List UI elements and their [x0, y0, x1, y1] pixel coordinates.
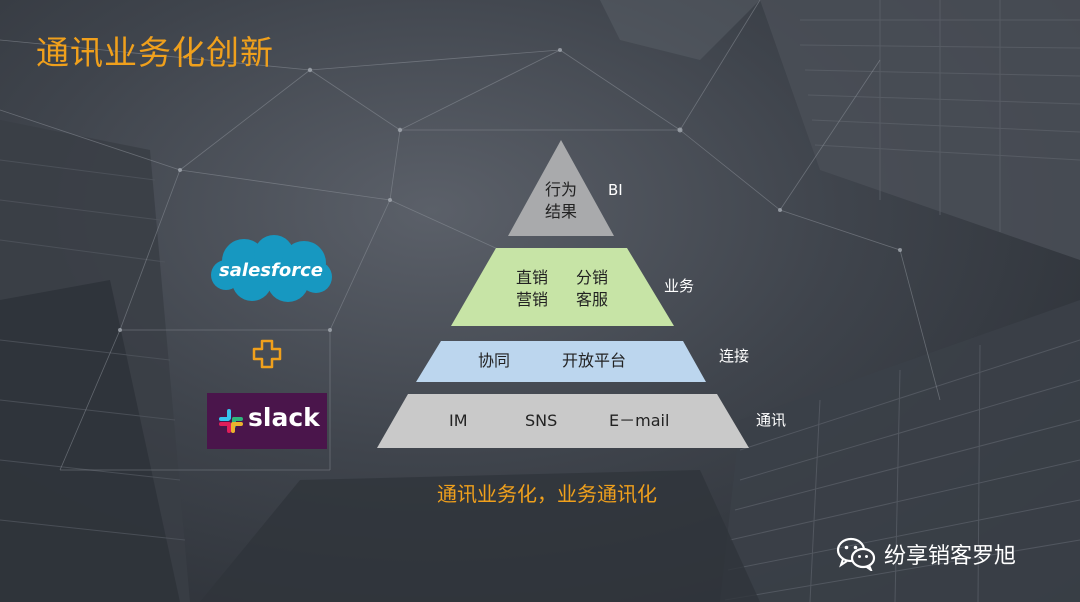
slack-logo-text: slack: [248, 403, 320, 432]
base-layer-item2: SNS: [525, 411, 558, 430]
second-layer-col2-line1: 分销: [575, 268, 608, 287]
salesforce-logo-text: salesforce: [219, 260, 323, 281]
second-layer-col1-line1: 直销: [515, 268, 548, 287]
second-layer-col1-line2: 营销: [515, 290, 548, 309]
third-layer-item2: 开放平台: [562, 351, 627, 370]
tagline: 通讯业务化，业务通讯化: [437, 482, 657, 506]
base-layer-item3: E－mail: [609, 411, 670, 430]
pyramid-top-layer: [508, 140, 614, 236]
pyramid-second-layer: [451, 248, 674, 326]
slack-logo: slack: [207, 393, 327, 449]
top-layer-line2: 结果: [544, 202, 577, 221]
wechat-icon: [836, 537, 876, 571]
second-layer-col2-line2: 客服: [575, 290, 608, 309]
third-layer-side-label: 连接: [719, 347, 750, 365]
slide-title: 通讯业务化创新: [36, 33, 274, 72]
pyramid-base-layer: [377, 394, 749, 448]
plus-icon: [252, 339, 282, 369]
top-layer-line1: 行为: [544, 180, 577, 199]
third-layer-item1: 协同: [478, 351, 511, 370]
watermark-text: 纷享销客罗旭: [884, 544, 1017, 569]
top-layer-side-label: BI: [608, 181, 623, 199]
salesforce-cloud-icon: [211, 235, 332, 302]
pyramid-third-layer: [416, 341, 706, 382]
wechat-watermark: 纷享销客罗旭: [836, 536, 1016, 572]
base-layer-side-label: 通讯: [756, 411, 787, 429]
slack-hash-icon: [219, 409, 243, 433]
base-layer-item1: IM: [449, 411, 468, 430]
second-layer-side-label: 业务: [664, 277, 695, 295]
